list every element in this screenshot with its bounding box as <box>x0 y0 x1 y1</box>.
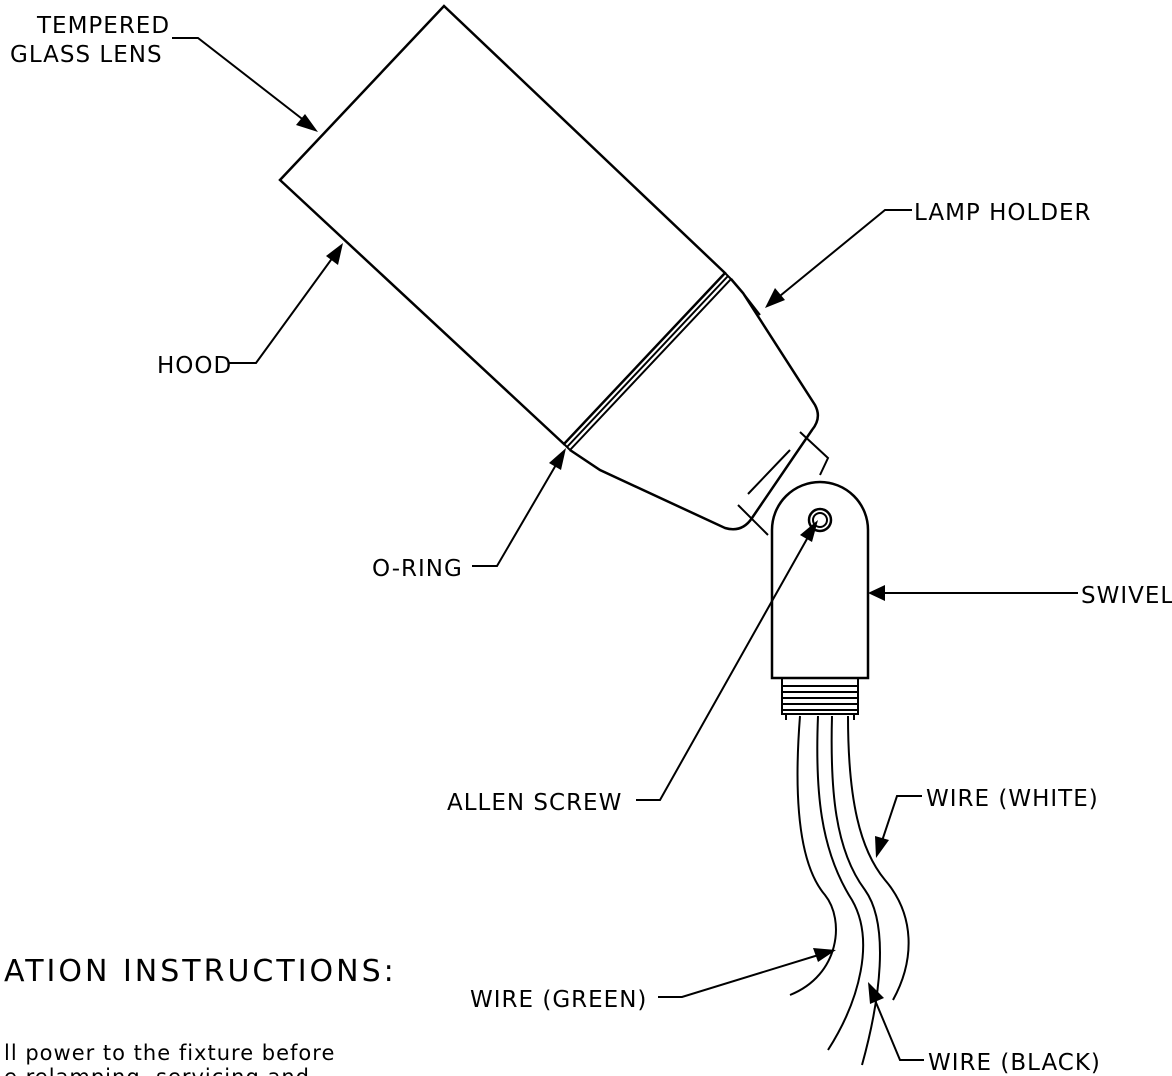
threaded-nipple <box>781 677 859 720</box>
label-wire-green: WIRE (GREEN) <box>470 987 647 1013</box>
label-tempered-line1: TEMPERED <box>36 13 170 39</box>
swivel-neck <box>799 431 830 476</box>
allen-screw <box>807 507 833 533</box>
swivel <box>770 480 870 680</box>
lamp-holder <box>569 278 820 531</box>
label-swivel: SWIVEL <box>1081 583 1172 609</box>
hood <box>278 4 727 446</box>
label-wire-black: WIRE (BLACK) <box>928 1050 1101 1076</box>
label-allen-screw: ALLEN SCREW <box>447 790 622 816</box>
label-wire-white: WIRE (WHITE) <box>926 786 1099 812</box>
label-lamp-holder: LAMP HOLDER <box>914 200 1092 226</box>
label-o-ring: O-RING <box>372 556 463 582</box>
instructions-title: ATION INSTRUCTIONS: <box>4 954 397 989</box>
instructions-line2: e relamping, servicing and <box>4 1065 310 1076</box>
label-hood: HOOD <box>157 353 232 379</box>
label-tempered-line2: GLASS LENS <box>10 42 163 68</box>
wires <box>789 715 910 1066</box>
instructions-line1: ll power to the fixture before <box>4 1041 335 1065</box>
